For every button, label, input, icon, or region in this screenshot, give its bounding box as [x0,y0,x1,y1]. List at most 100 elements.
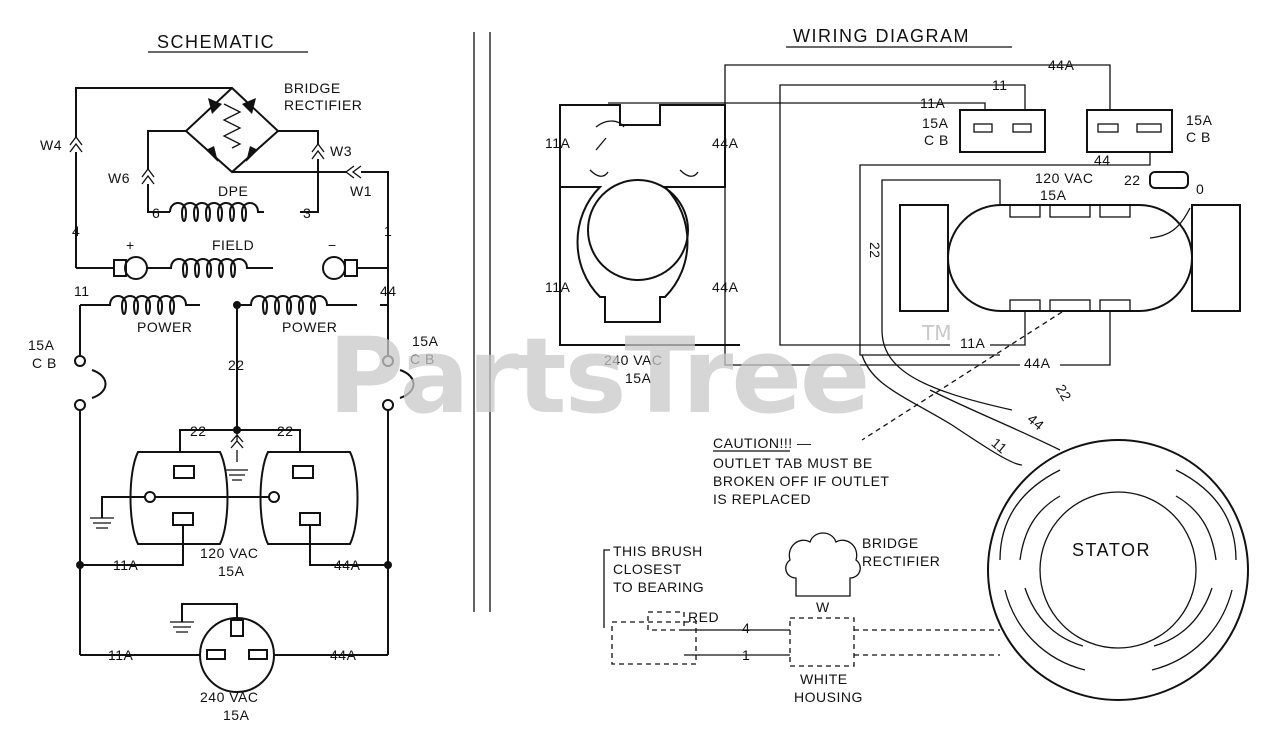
w-label: W [816,599,830,615]
field-coil [147,258,273,278]
wiring-11a-top: 11A [920,95,946,111]
brush-note-2: CLOSEST [613,561,682,577]
field-label: FIELD [212,237,254,253]
outlet-120-volt: 120 VAC [200,545,259,561]
wire-11-label: 11 [74,283,90,299]
wiring-22-plug: 22 [1124,172,1141,188]
caution-line-1: OUTLET TAB MUST BE [713,455,873,471]
wiring-240-amp: 15A [625,370,652,386]
wiring-title: WIRING DIAGRAM [793,26,970,46]
outlet-240-volt: 240 VAC [200,689,259,705]
ground-plug-connector [1149,171,1189,189]
wire-4-label: 4 [72,223,80,239]
cb-right-amp: 15A [412,333,439,349]
outlet-120-amp: 15A [218,563,245,579]
stator-lead-44: 44 [1024,411,1047,434]
bridge-rectifier-symbol [184,86,280,174]
power-coil-right [237,295,357,315]
wire-44a-bottom: 44A [330,647,357,663]
brush-note-1: THIS BRUSH [613,543,703,559]
wiring-panel: WIRING DIAGRAM 44A 11 11A 15A C B 15A C … [545,26,1249,705]
cb-right-arc [399,369,415,399]
schematic-panel: SCHEMATIC BRIDGE RECTIFIER W4 4 W6 6 W3 … [28,32,439,723]
brush-right [344,259,358,277]
stator-lead-22: 22 [1053,382,1075,404]
red-label: RED [688,609,719,625]
wire-1-label: 1 [384,223,392,239]
center-ground-icon [226,430,248,481]
brush-wire-1: 1 [742,647,750,663]
cb-left-terminal-top [74,355,86,367]
bridge-rectifier-cloud [785,532,861,597]
cb-right-body [1086,109,1173,153]
outlet-240v-schematic [170,603,275,693]
dpe-wire-3: 3 [303,205,311,221]
wire-22-right-label: 22 [277,423,294,439]
white-housing [789,617,855,667]
field-plus: + [126,237,135,253]
brush-wire-4: 4 [742,620,750,636]
cb-right-label: C B [410,351,435,367]
wire-11a-bottom: 11A [108,647,134,663]
bridge-rectifier-label-2: RECTIFIER [284,97,362,113]
outlet-240-amp: 15A [223,707,250,723]
field-minus: − [328,237,337,253]
caution-line-2: BROKEN OFF IF OUTLET [713,473,889,489]
schematic-title: SCHEMATIC [157,32,275,52]
wiring-11a-left-bot: 11A [545,279,571,295]
wiring-11-top: 11 [992,77,1008,93]
dpe-wire-6: 6 [152,205,160,221]
watermark-tm: TM [921,321,951,345]
wiring-44a-left-top: 44A [712,135,739,151]
bridge-rectifier-label: BRIDGE [284,80,341,96]
w4-label: W4 [40,137,62,153]
cb-left-arc [91,369,107,399]
wire-22-label: 22 [228,357,245,373]
cb-left-body [959,109,1046,153]
outlet-120v-body [899,204,1241,312]
w6-label: W6 [108,170,130,186]
outlet-120v-schematic [90,451,359,545]
wiring-0: 0 [1196,181,1204,197]
caution-title: CAUTION!!! — [713,435,812,451]
power-label-left: POWER [137,319,192,335]
dpe-label: DPE [218,183,248,199]
wiring-44-mid: 44 [1094,152,1111,168]
dpe-coil [169,202,264,222]
slip-ring-right [322,256,346,280]
wiring-11a-run: 11A [960,335,986,351]
cb-left-terminal-bottom [74,399,86,411]
wiring-120-amp: 15A [1040,187,1067,203]
cb-right-terminal-top [382,355,394,367]
watermark: PartsTree [328,315,868,437]
slip-ring-left [124,256,148,280]
stator-label: STATOR [1072,540,1151,560]
bridge-note-2: RECTIFIER [862,553,940,569]
wiring-cb-right-label: C B [1186,129,1211,145]
wiring-cb-right-amp: 15A [1186,112,1213,128]
housing-note-2: HOUSING [794,689,863,705]
housing-note-1: WHITE [800,671,848,687]
w1-label: W1 [350,183,372,199]
bridge-note-1: BRIDGE [862,535,919,551]
power-label-right: POWER [282,319,337,335]
cb-left-amp: 15A [28,337,55,353]
w3-label: W3 [330,143,352,159]
brush-holder [611,621,697,665]
wiring-120-volt: 120 VAC [1035,170,1094,186]
wire-11a-label: 11A [113,557,139,573]
outlet-240v-body [559,104,740,346]
wiring-22-side: 22 [867,242,883,259]
caution-line-3: IS REPLACED [713,491,811,507]
wiring-44a-run: 44A [1024,355,1051,371]
stator-symbol [987,439,1249,701]
wire-22-left-label: 22 [190,423,207,439]
wiring-cb-left-label: C B [924,132,949,148]
wiring-44a-top: 44A [1048,57,1075,73]
wiring-240-volt: 240 VAC [604,352,663,368]
power-coil-left [80,295,200,315]
brush-note-3: TO BEARING [613,579,704,595]
wire-44a-label: 44A [334,557,361,573]
wiring-11a-left-top: 11A [545,135,571,151]
